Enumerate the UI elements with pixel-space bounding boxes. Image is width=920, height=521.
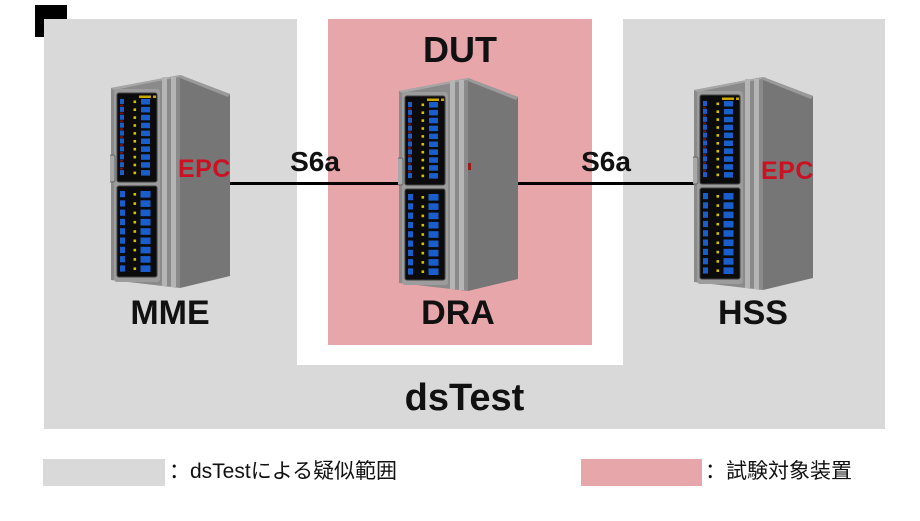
epc-badge-mme: EPC [178, 155, 231, 183]
server-tower-icon [398, 78, 518, 293]
dstest-title: dsTest [404, 377, 525, 419]
legend-label-dut: ：試験対象装置 [705, 460, 852, 483]
s6a-label-right: S6a [581, 146, 631, 177]
legend-label-dstest: ：dsTestによる疑似範囲 [169, 460, 398, 483]
dut-title: DUT [423, 29, 497, 70]
node-label-dra: DRA [421, 294, 495, 332]
red-mark-dra [468, 163, 471, 170]
s6a-link-line-right [518, 182, 695, 185]
node-label-mme: MME [130, 294, 210, 332]
server-rack-mme: EPC [110, 75, 230, 290]
legend-swatch-dut [581, 459, 702, 486]
s6a-link-line-left [230, 182, 400, 185]
server-rack-dra [398, 78, 518, 293]
server-rack-hss: EPC [693, 77, 813, 292]
s6a-label-left: S6a [290, 146, 340, 177]
epc-badge-hss: EPC [761, 157, 814, 185]
legend-swatch-dstest [43, 459, 165, 486]
dstest-region-bottom [44, 365, 885, 429]
node-label-hss: HSS [718, 294, 788, 332]
